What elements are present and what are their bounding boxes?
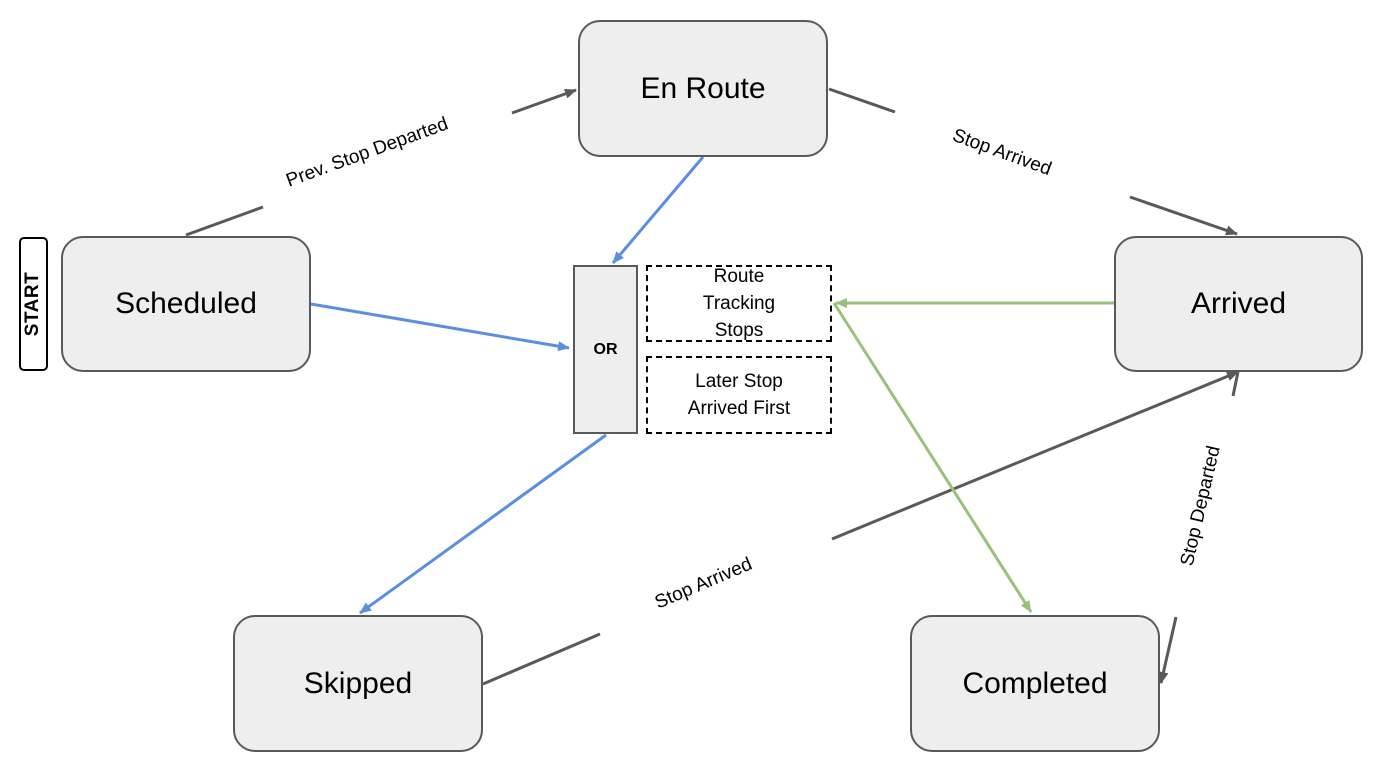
edge-en-route-to-or (611, 156, 705, 264)
edge-scheduled-to-or (310, 302, 570, 352)
start-marker: START (19, 237, 48, 371)
state-completed: Completed (910, 615, 1160, 752)
or-gate: OR (573, 265, 638, 434)
state-scheduled: Scheduled (61, 236, 311, 372)
edge-arrived-to-completed (1158, 371, 1240, 684)
state-skipped-label: Skipped (303, 666, 413, 700)
condition-later-stop-arrived-first: Later Stop Arrived First (646, 356, 832, 434)
edge-skipped-to-arrived (482, 370, 1239, 686)
condition-route-tracking-stops: Route Tracking Stops (646, 265, 832, 342)
state-arrived-label: Arrived (1190, 287, 1287, 320)
state-arrived: Arrived (1114, 236, 1363, 372)
or-gate-label: OR (593, 340, 618, 358)
state-completed-label: Completed (962, 666, 1108, 700)
state-scheduled-label: Scheduled (115, 287, 257, 320)
state-en-route: En Route (578, 20, 828, 157)
condition-route-tracking-label: Route Tracking Stops (702, 266, 776, 341)
edge-scheduled-to-en-route (185, 88, 577, 237)
edge-route-tracking-to-completed (832, 302, 1033, 613)
edge-or-to-skipped (359, 433, 607, 615)
state-skipped: Skipped (233, 615, 483, 752)
start-label: START (22, 271, 44, 337)
state-en-route-label: En Route (640, 71, 766, 105)
condition-later-stop-label: Later Stop Arrived First (687, 371, 791, 419)
edge-en-route-to-arrived (828, 87, 1238, 236)
